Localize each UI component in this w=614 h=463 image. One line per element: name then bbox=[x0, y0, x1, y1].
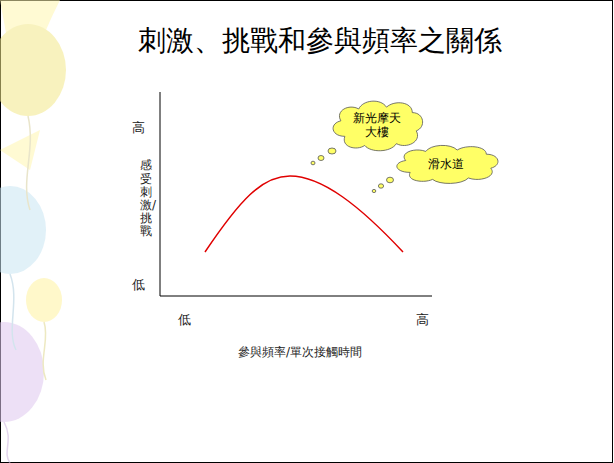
thought-bubble bbox=[387, 177, 394, 183]
balloon bbox=[0, 186, 46, 274]
callout-text: 新光摩天 大樓 bbox=[349, 111, 404, 140]
cloud-text-box: 滑水道 bbox=[390, 157, 502, 171]
cloud-callout: 滑水道 bbox=[390, 143, 502, 185]
y-axis-title: 感受刺激/挑戰 bbox=[140, 159, 152, 238]
balloon bbox=[26, 278, 62, 322]
balloon bbox=[0, 24, 66, 116]
thought-bubble bbox=[372, 189, 376, 192]
thought-bubble bbox=[311, 161, 315, 165]
balloon-string bbox=[4, 422, 10, 463]
x-axis bbox=[160, 296, 432, 297]
y-axis-high: 高 bbox=[132, 119, 145, 137]
thought-bubble bbox=[328, 148, 336, 154]
balloon-string bbox=[10, 274, 16, 350]
x-axis-low: 低 bbox=[178, 311, 191, 329]
cloud-text-box: 新光摩天 大樓 bbox=[327, 111, 426, 140]
callout-text: 滑水道 bbox=[418, 157, 473, 171]
y-axis bbox=[160, 92, 161, 296]
thought-bubble bbox=[378, 184, 383, 188]
balloon-background bbox=[0, 0, 66, 463]
y-axis-low: 低 bbox=[132, 276, 145, 294]
cloud-outline bbox=[333, 101, 423, 151]
cloud-outline bbox=[397, 145, 498, 183]
cloud-callout: 新光摩天 大樓 bbox=[327, 98, 426, 153]
balloon-string bbox=[27, 116, 31, 210]
balloon-string bbox=[43, 322, 46, 380]
balloon bbox=[0, 322, 44, 422]
curve bbox=[205, 176, 403, 252]
thought-bubbles bbox=[311, 148, 394, 193]
x-axis-title: 參與頻率/單次接觸時間 bbox=[238, 344, 362, 361]
slide-title: 刺激、挑戰和參與頻率之關係 bbox=[138, 22, 502, 60]
x-axis-high: 高 bbox=[416, 311, 429, 329]
thought-bubble bbox=[318, 156, 324, 161]
light-ray bbox=[0, 130, 40, 170]
